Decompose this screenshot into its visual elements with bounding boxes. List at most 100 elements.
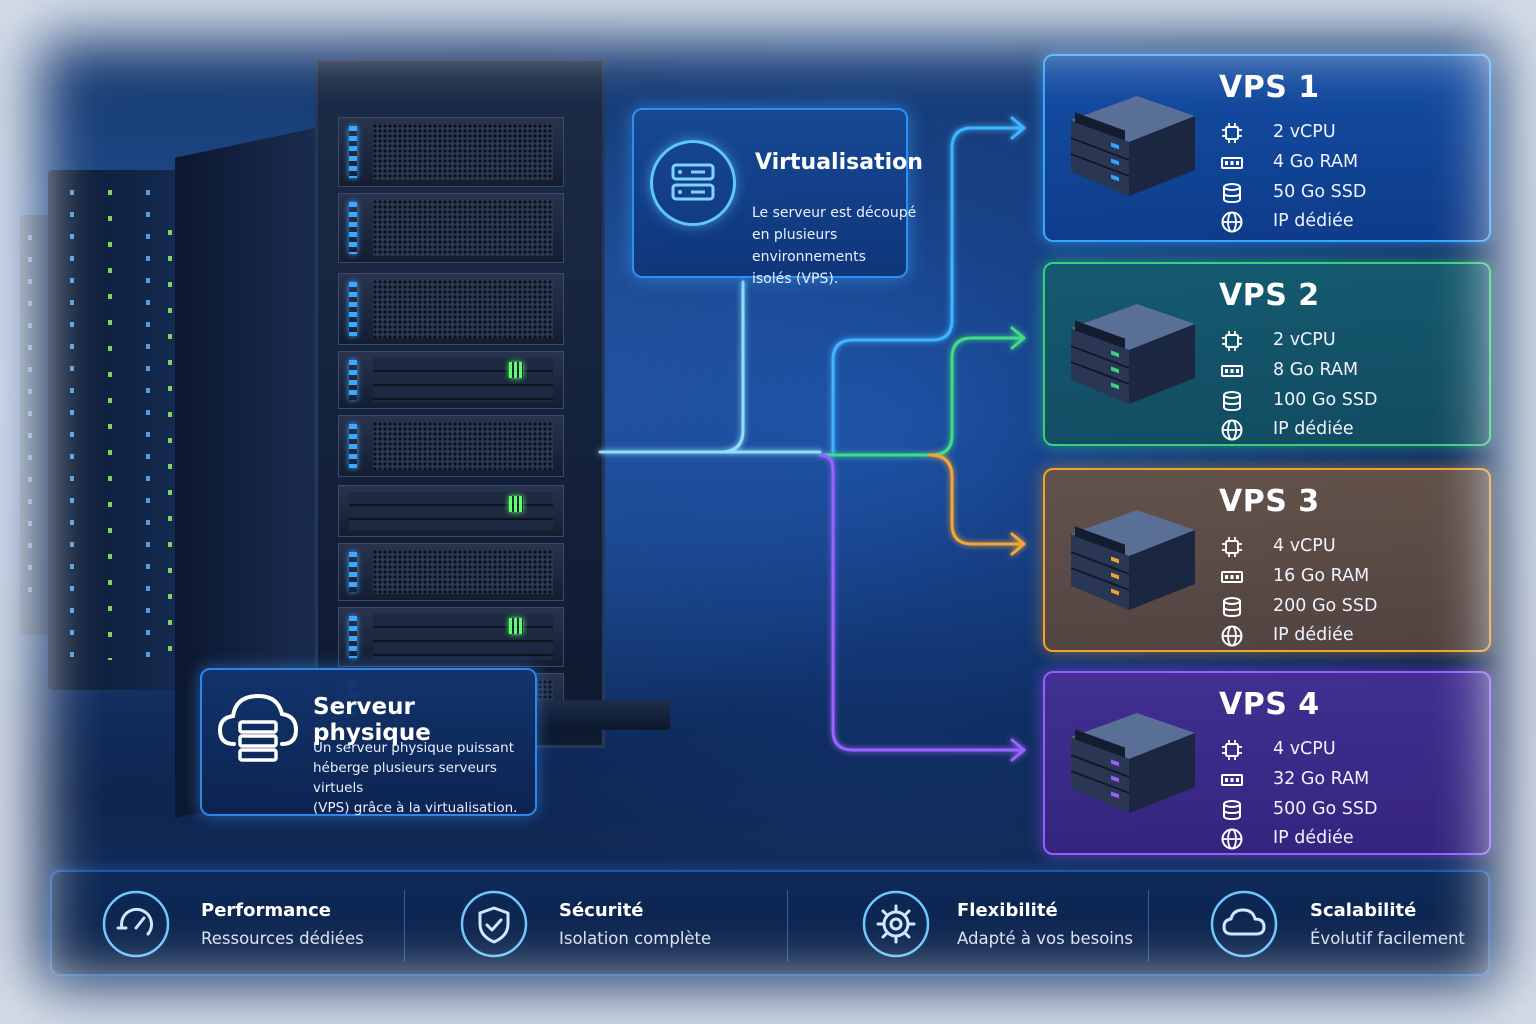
shield-check-icon bbox=[460, 890, 528, 958]
cloud-icon bbox=[1210, 890, 1278, 958]
virtualisation-description: Le serveur est découpé en plusieurs envi… bbox=[752, 205, 917, 287]
link-vps4 bbox=[818, 453, 1026, 752]
vps-spec-ram: 32 Go RAM bbox=[1219, 767, 1459, 793]
feature-title: Scalabilité bbox=[1310, 900, 1417, 921]
ram-icon bbox=[1221, 157, 1243, 169]
feature-subtitle: Évolutif facilement bbox=[1310, 929, 1465, 948]
vps-spec-value: IP dédiée bbox=[1273, 419, 1354, 439]
link-vps3 bbox=[928, 453, 1026, 546]
link-vps1 bbox=[831, 126, 1026, 454]
globe-icon bbox=[1221, 828, 1243, 850]
vps-spec-value: IP dédiée bbox=[1273, 828, 1354, 848]
vps-spec-ip: IP dédiée bbox=[1219, 417, 1459, 443]
vps-spec-value: IP dédiée bbox=[1273, 625, 1354, 645]
rack-front-panel bbox=[315, 58, 605, 748]
speedometer-icon bbox=[102, 890, 170, 958]
server-box-icon bbox=[1070, 713, 1195, 813]
vps-spec-ram: 16 Go RAM bbox=[1219, 564, 1459, 590]
server-box-icon bbox=[1070, 96, 1195, 196]
divider bbox=[404, 890, 405, 962]
vps-card-1: VPS 1 2 vCPU 4 Go RAM 50 Go SSD IP dédiée bbox=[1043, 54, 1491, 242]
ram-icon bbox=[1221, 365, 1243, 377]
disk-icon bbox=[1223, 391, 1241, 412]
physical-server-title: Serveur physique bbox=[313, 694, 431, 746]
vps-title: VPS 4 bbox=[1219, 687, 1320, 722]
globe-icon bbox=[1221, 211, 1243, 233]
virtualisation-card: Virtualisation Le serveur est découpé en… bbox=[632, 108, 923, 287]
rack-unit bbox=[338, 415, 564, 477]
vps-spec-cpu: 2 vCPU bbox=[1219, 120, 1459, 146]
arrow-vps3 bbox=[1010, 532, 1026, 556]
vps-spec-cpu: 4 vCPU bbox=[1219, 737, 1459, 763]
vps-spec-ram: 8 Go RAM bbox=[1219, 358, 1459, 384]
physical-server-rack bbox=[175, 58, 605, 818]
vps-spec-value: 500 Go SSD bbox=[1273, 799, 1378, 819]
feature-subtitle: Isolation complète bbox=[559, 929, 712, 948]
disk-icon bbox=[1223, 800, 1241, 821]
vps-spec-value: 4 vCPU bbox=[1273, 739, 1336, 759]
disk-icon bbox=[1223, 597, 1241, 618]
vps-spec-ip: IP dédiée bbox=[1219, 826, 1459, 852]
vps-title: VPS 2 bbox=[1219, 278, 1320, 313]
vps-spec-value: IP dédiée bbox=[1273, 211, 1354, 231]
divider bbox=[787, 890, 788, 962]
vps-card-4: VPS 4 4 vCPU 32 Go RAM 500 Go SSD IP dédiée bbox=[1043, 671, 1491, 855]
vps-spec-ip: IP dédiée bbox=[1219, 623, 1459, 649]
vps-spec-value: 100 Go SSD bbox=[1273, 390, 1378, 410]
feature-flexibility: Flexibilité Adapté à vos besoins bbox=[792, 872, 1142, 974]
vps-spec-value: 16 Go RAM bbox=[1273, 566, 1370, 586]
vps-spec-value: 32 Go RAM bbox=[1273, 769, 1370, 789]
vps-spec-value: 8 Go RAM bbox=[1273, 360, 1359, 380]
vps-spec-ram: 4 Go RAM bbox=[1219, 150, 1459, 176]
server-box-icon bbox=[1070, 304, 1195, 404]
feature-title: Sécurité bbox=[559, 900, 644, 921]
physical-server-card: Serveur physique Un serveur physique pui… bbox=[200, 668, 537, 816]
feature-scalability: Scalabilité Évolutif facilement bbox=[1152, 872, 1482, 974]
background-rack bbox=[48, 170, 178, 690]
feature-title: Performance bbox=[201, 900, 331, 921]
vps-spec-value: 2 vCPU bbox=[1273, 330, 1336, 350]
gear-icon bbox=[862, 890, 930, 958]
ram-icon bbox=[1221, 774, 1243, 786]
rack-unit bbox=[338, 351, 564, 409]
vps-spec-disk: 100 Go SSD bbox=[1219, 388, 1459, 414]
cpu-icon bbox=[1222, 537, 1242, 557]
feature-title: Flexibilité bbox=[957, 900, 1058, 921]
vps-spec-disk: 200 Go SSD bbox=[1219, 594, 1459, 620]
virtualisation-link bbox=[719, 280, 745, 454]
feature-subtitle: Adapté à vos besoins bbox=[957, 929, 1133, 948]
rack-unit bbox=[338, 485, 564, 537]
feature-performance: Performance Ressources dédiées bbox=[52, 872, 402, 974]
feature-security: Sécurité Isolation complète bbox=[412, 872, 782, 974]
vps-spec-disk: 50 Go SSD bbox=[1219, 180, 1459, 206]
disk-icon bbox=[1223, 183, 1241, 204]
vps-card-2: VPS 2 2 vCPU 8 Go RAM 100 Go SSD IP dédiée bbox=[1043, 262, 1491, 446]
rack-unit bbox=[338, 607, 564, 667]
server-stack-icon bbox=[650, 140, 736, 226]
server-box-icon bbox=[1070, 510, 1195, 610]
globe-icon bbox=[1221, 419, 1243, 441]
rack-unit bbox=[338, 273, 564, 345]
cpu-icon bbox=[1222, 331, 1242, 351]
cpu-icon bbox=[1222, 740, 1242, 760]
vps-spec-cpu: 2 vCPU bbox=[1219, 328, 1459, 354]
virtualisation-title: Virtualisation bbox=[755, 150, 923, 175]
features-bar: Performance Ressources dédiées Sécurité … bbox=[50, 870, 1490, 976]
vps-title: VPS 1 bbox=[1219, 70, 1320, 105]
vps-spec-value: 2 vCPU bbox=[1273, 122, 1336, 142]
divider bbox=[1148, 890, 1149, 962]
cloud-server-icon bbox=[217, 693, 299, 762]
vps-spec-disk: 500 Go SSD bbox=[1219, 797, 1459, 823]
rack-unit bbox=[338, 193, 564, 263]
ram-icon bbox=[1221, 571, 1243, 583]
vps-spec-ip: IP dédiée bbox=[1219, 209, 1459, 235]
feature-subtitle: Ressources dédiées bbox=[201, 929, 364, 948]
vps-title: VPS 3 bbox=[1219, 484, 1320, 519]
arrow-vps4 bbox=[1010, 738, 1026, 762]
physical-server-description: Un serveur physique puissant héberge plu… bbox=[313, 740, 518, 816]
link-vps2 bbox=[818, 336, 1026, 457]
rack-unit bbox=[338, 117, 564, 187]
